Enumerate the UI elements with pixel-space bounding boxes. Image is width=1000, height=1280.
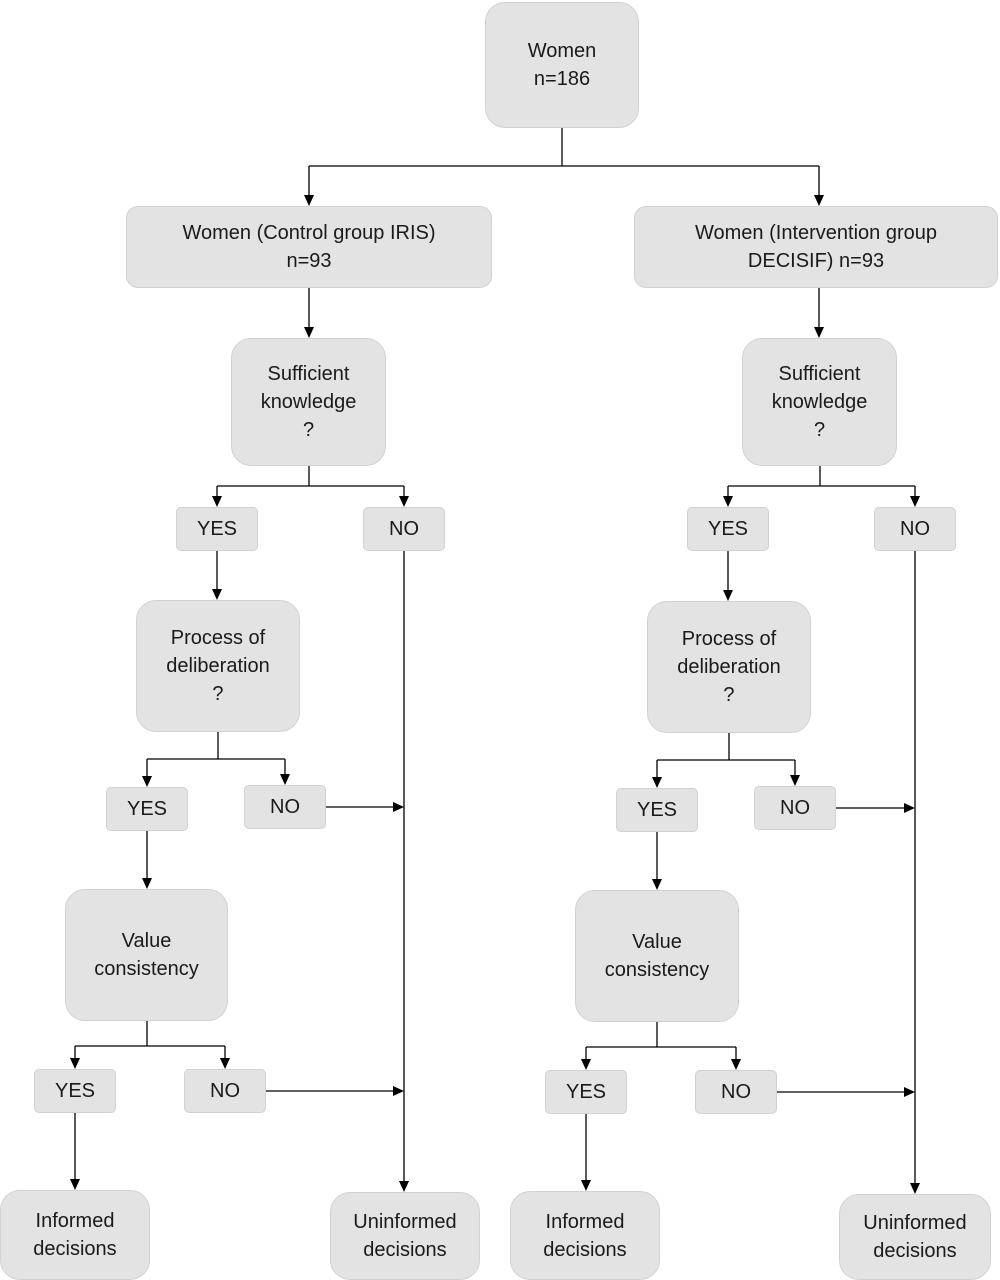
intervention-consistency-yes-label: YES	[565, 1081, 607, 1103]
arrowhead-3	[304, 195, 314, 206]
intervention-deliberation-label: Process of deliberation ?	[677, 628, 781, 706]
control-knowledge-label: Sufficient knowledge ?	[260, 363, 357, 441]
arrowhead-63	[731, 1059, 741, 1070]
arrowhead-35	[70, 1179, 80, 1190]
control-consistency-label: Value consistency	[94, 930, 199, 980]
arrowhead-57	[652, 879, 662, 890]
intervention-knowledge-yes-label: YES	[707, 518, 749, 540]
control-informed-decisions: Informed decisions	[0, 1190, 150, 1280]
control-deliberation-no-label: NO	[270, 796, 300, 818]
control-knowledge-no-label: NO	[389, 518, 419, 540]
arrowhead-47	[723, 590, 733, 601]
control-deliberation-label: Process of deliberation ?	[166, 627, 270, 705]
control-uninformed-label: Uninformed decisions	[353, 1211, 457, 1261]
intervention-deliberation-yes-label: YES	[636, 799, 678, 821]
root-label: Women n=186	[527, 40, 597, 90]
control-deliberation-yes: YES	[106, 787, 188, 831]
control-knowledge-no: NO	[363, 507, 445, 551]
intervention-deliberation-no-label: NO	[780, 797, 810, 819]
arrowhead-21	[280, 774, 290, 785]
arrowhead-13	[399, 496, 409, 507]
control-knowledge-question: Sufficient knowledge ?	[231, 338, 386, 466]
arrowhead-15	[212, 589, 222, 600]
arrowhead-67	[581, 1180, 591, 1191]
arrowhead-19	[142, 776, 152, 787]
arrowhead-51	[652, 777, 662, 788]
arrowhead-11	[212, 496, 222, 507]
intervention-knowledge-question: Sufficient knowledge ?	[742, 338, 897, 466]
arrowhead-65	[904, 1087, 915, 1097]
control-deliberation-question: Process of deliberation ?	[136, 600, 300, 732]
root-node: Women n=186	[485, 2, 639, 128]
intervention-consistency-label: Value consistency	[604, 931, 710, 981]
control-informed-label: Informed decisions	[33, 1210, 117, 1260]
control-knowledge-yes: YES	[176, 507, 258, 551]
arrowhead-39	[814, 327, 824, 338]
intervention-informed-decisions: Informed decisions	[510, 1191, 660, 1280]
arrowhead-7	[304, 327, 314, 338]
arrowhead-25	[142, 878, 152, 889]
arrowhead-43	[723, 496, 733, 507]
control-deliberation-no: NO	[244, 785, 326, 829]
intervention-consistency-yes: YES	[545, 1070, 627, 1114]
intervention-knowledge-yes: YES	[687, 507, 769, 551]
control-consistency-yes: YES	[34, 1069, 116, 1113]
control-group-header: Women (Control group IRIS) n=93	[126, 206, 492, 288]
intervention-uninformed-label: Uninformed decisions	[863, 1212, 967, 1262]
control-group-header-label: Women (Control group IRIS) n=93	[182, 222, 436, 272]
arrowhead-5	[814, 195, 824, 206]
arrowhead-33	[393, 1086, 404, 1096]
arrowhead-23	[393, 802, 404, 812]
intervention-deliberation-no: NO	[754, 786, 836, 830]
intervention-consistency-no-label: NO	[721, 1081, 751, 1103]
control-consistency-yes-label: YES	[54, 1080, 96, 1102]
arrowhead-31	[220, 1058, 230, 1069]
intervention-uninformed-decisions: Uninformed decisions	[839, 1194, 991, 1280]
intervention-knowledge-no: NO	[874, 507, 956, 551]
intervention-deliberation-yes: YES	[616, 788, 698, 832]
control-uninformed-decisions: Uninformed decisions	[330, 1192, 480, 1280]
arrowhead-37	[399, 1181, 409, 1192]
intervention-group-header: Women (Intervention group DECISIF) n=93	[634, 206, 998, 288]
intervention-knowledge-label: Sufficient knowledge ?	[771, 363, 868, 441]
arrowhead-55	[904, 803, 915, 813]
intervention-consistency-no: NO	[695, 1070, 777, 1114]
control-knowledge-yes-label: YES	[196, 518, 238, 540]
control-consistency-no-label: NO	[210, 1080, 240, 1102]
intervention-deliberation-question: Process of deliberation ?	[647, 601, 811, 733]
intervention-group-header-label: Women (Intervention group DECISIF) n=93	[695, 222, 937, 272]
control-deliberation-yes-label: YES	[126, 798, 168, 820]
arrowhead-53	[790, 775, 800, 786]
arrowhead-45	[910, 496, 920, 507]
intervention-informed-label: Informed decisions	[543, 1210, 627, 1261]
control-consistency-question: Value consistency	[65, 889, 228, 1021]
control-consistency-no: NO	[184, 1069, 266, 1113]
arrowhead-61	[581, 1059, 591, 1070]
arrowhead-69	[910, 1183, 920, 1194]
intervention-consistency-question: Value consistency	[575, 890, 739, 1022]
intervention-knowledge-no-label: NO	[900, 518, 930, 540]
arrowhead-29	[70, 1058, 80, 1069]
